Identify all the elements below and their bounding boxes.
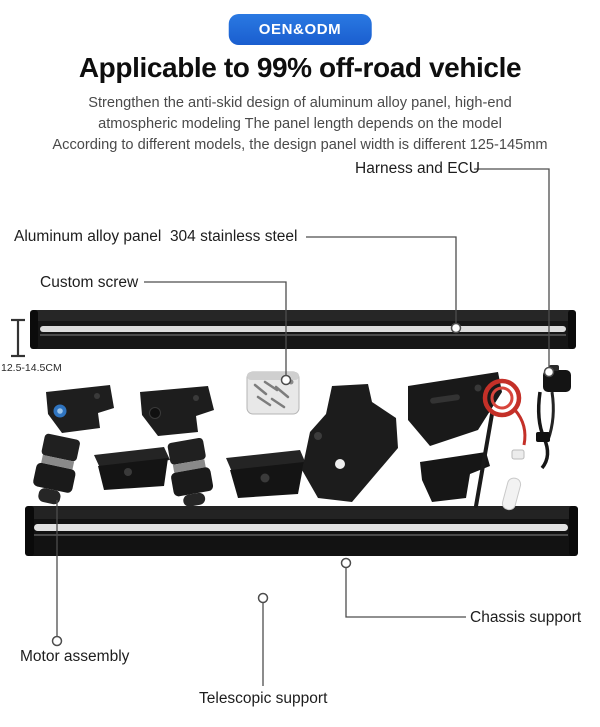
support-bar	[420, 452, 490, 502]
subtitle-line-2: atmospheric modeling The panel length de…	[98, 116, 502, 133]
running-board-top	[30, 310, 576, 349]
subtitle-line-3: According to different models, the desig…	[52, 137, 548, 154]
screw-bag	[246, 371, 300, 415]
telescopic-bracket-left	[94, 447, 170, 490]
page-subtitle: Strengthen the anti-skid design of alumi…	[0, 93, 600, 156]
support-rod	[474, 412, 494, 508]
white-tube	[501, 477, 522, 511]
motor-assembly-left-part	[33, 385, 114, 505]
wiring-harness	[482, 365, 571, 470]
label-motor-assembly: Motor assembly	[20, 648, 130, 665]
leader-lines	[56, 168, 550, 686]
subtitle-line-1: Strengthen the anti-skid design of alumi…	[88, 95, 512, 111]
label-aluminum-alloy-panel: Aluminum alloy panel 304 stainless steel	[14, 228, 298, 245]
height-measure-bracket	[11, 318, 25, 358]
label-panel-width-range: 12.5-14.5CM	[1, 362, 62, 374]
chassis-bracket-flat	[408, 372, 502, 446]
label-custom-screw: Custom screw	[40, 274, 139, 291]
running-board-bottom	[25, 506, 578, 556]
label-chassis-support: Chassis support	[470, 609, 582, 626]
label-harness-and-ecu: Harness and ECU	[355, 160, 480, 177]
label-telescopic-support: Telescopic support	[199, 690, 328, 707]
chassis-bracket-large	[302, 384, 398, 502]
oem-odm-badge: OEN&ODM	[228, 14, 372, 45]
motor-assembly-right-part	[140, 386, 214, 507]
telescopic-bracket-right	[226, 450, 306, 498]
page-title: Applicable to 99% off-road vehicle	[78, 52, 522, 83]
leader-dots	[51, 322, 555, 647]
